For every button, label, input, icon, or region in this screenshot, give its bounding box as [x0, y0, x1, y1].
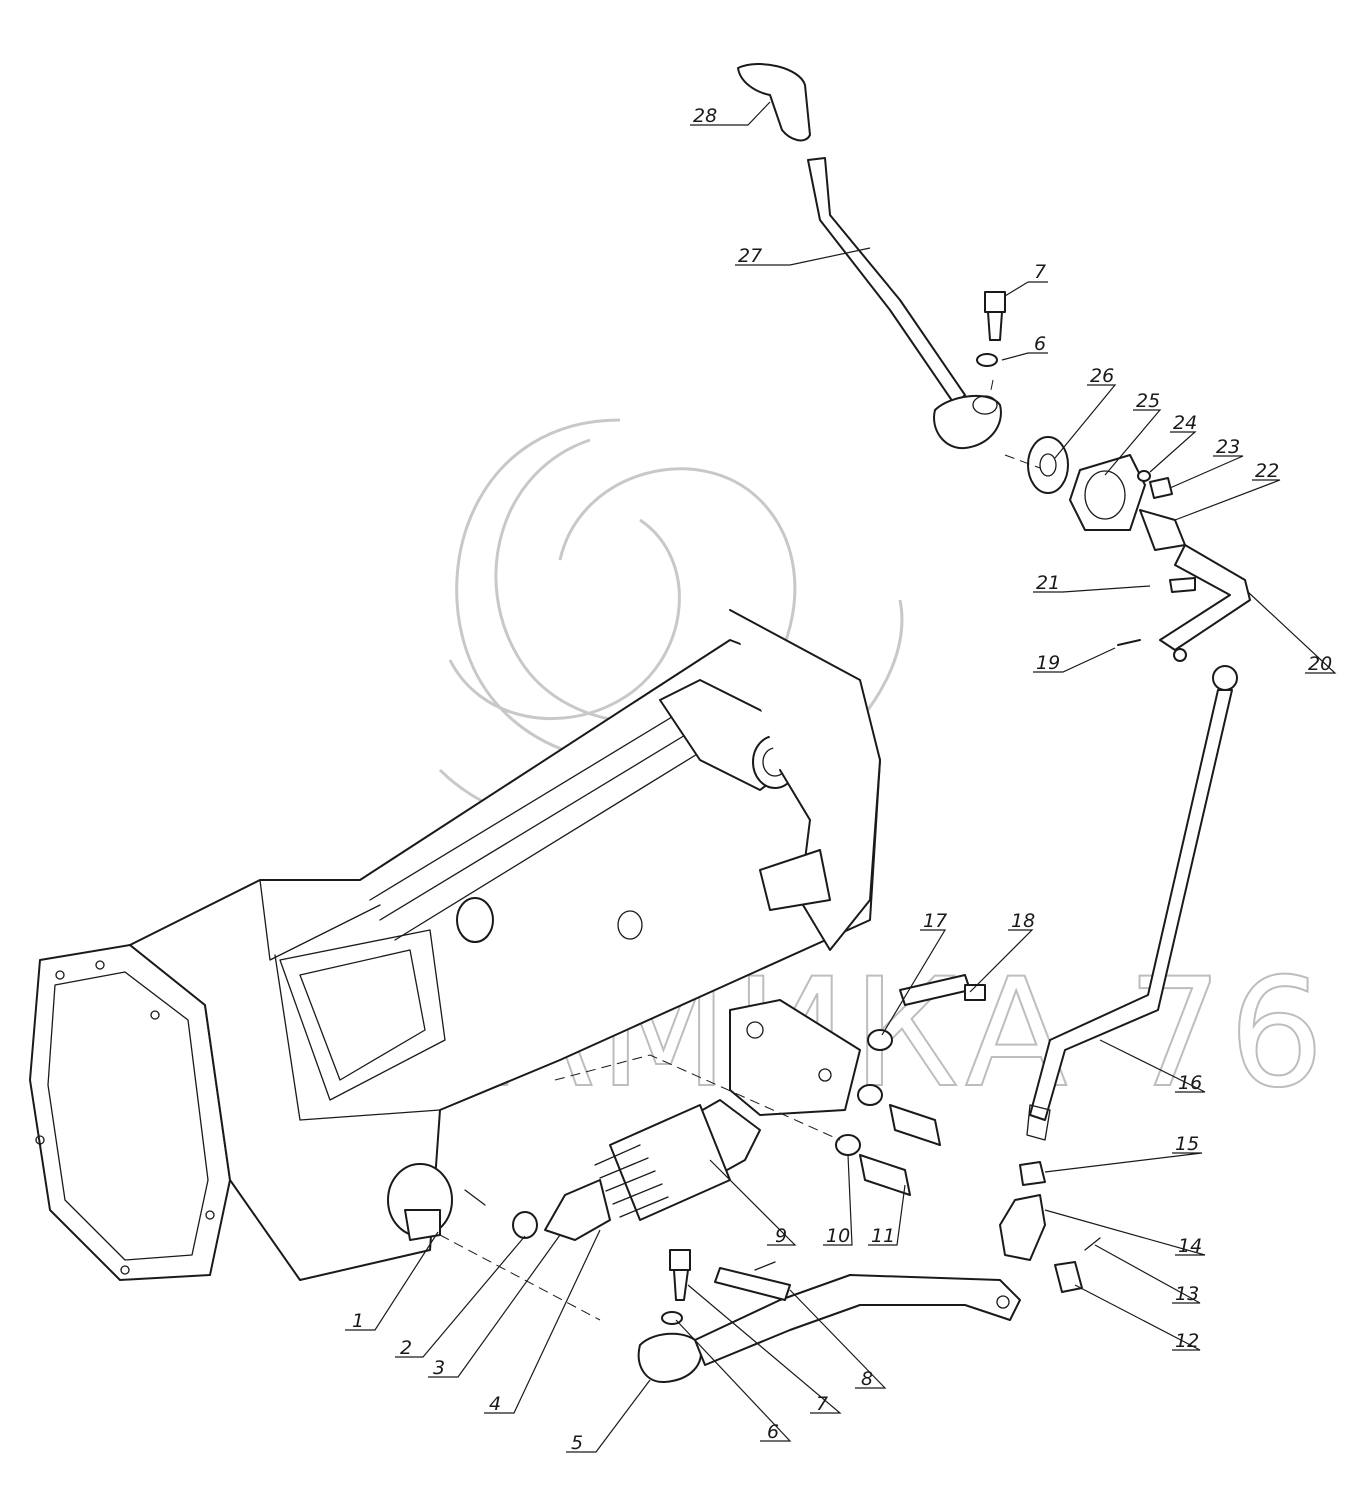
callout-13: 13 [1175, 1283, 1199, 1305]
callout-19: 19 [1036, 652, 1060, 674]
callout-28: 28 [693, 105, 717, 127]
callout-21: 21 [1036, 572, 1060, 594]
callout-16: 16 [1178, 1072, 1202, 1094]
callout-18: 18 [1011, 910, 1035, 932]
callout-25: 25 [1136, 390, 1160, 412]
axis-lines [439, 379, 1041, 1321]
callout-12: 12 [1175, 1330, 1199, 1352]
callout-4: 4 [489, 1393, 501, 1415]
callout-9: 9 [775, 1225, 787, 1247]
callout-6-lower: 6 [767, 1421, 779, 1443]
callout-2: 2 [400, 1337, 412, 1359]
callout-24: 24 [1173, 412, 1197, 434]
gearbox-housing [29, 609, 881, 1281]
pull-rod-assembly [999, 665, 1238, 1293]
callout-8: 8 [861, 1368, 873, 1390]
callout-23: 23 [1216, 436, 1240, 458]
slave-cylinder-assembly [512, 974, 986, 1241]
callout-20: 20 [1308, 653, 1332, 675]
callout-14: 14 [1178, 1235, 1202, 1257]
upper-shaft-assembly [976, 291, 1251, 662]
callout-11: 11 [871, 1225, 895, 1247]
callout-17: 17 [923, 910, 947, 932]
callout-6-upper: 6 [1034, 333, 1046, 355]
callout-10: 10 [826, 1225, 850, 1247]
callout-7-lower: 7 [816, 1393, 828, 1415]
callout-27: 27 [738, 245, 762, 267]
callout-1: 1 [352, 1310, 364, 1332]
callout-26: 26 [1090, 365, 1114, 387]
callout-numbers: 28 27 7 6 26 25 24 23 22 21 19 20 17 18 … [352, 105, 1332, 1454]
callout-15: 15 [1175, 1133, 1199, 1155]
lower-lever-assembly [637, 1249, 1021, 1384]
callout-22: 22 [1255, 460, 1279, 482]
callout-7-upper: 7 [1034, 261, 1046, 283]
callout-5: 5 [571, 1432, 583, 1454]
shift-lever [737, 63, 1002, 450]
callout-leaders [345, 101, 1337, 1453]
callout-3: 3 [433, 1357, 445, 1379]
